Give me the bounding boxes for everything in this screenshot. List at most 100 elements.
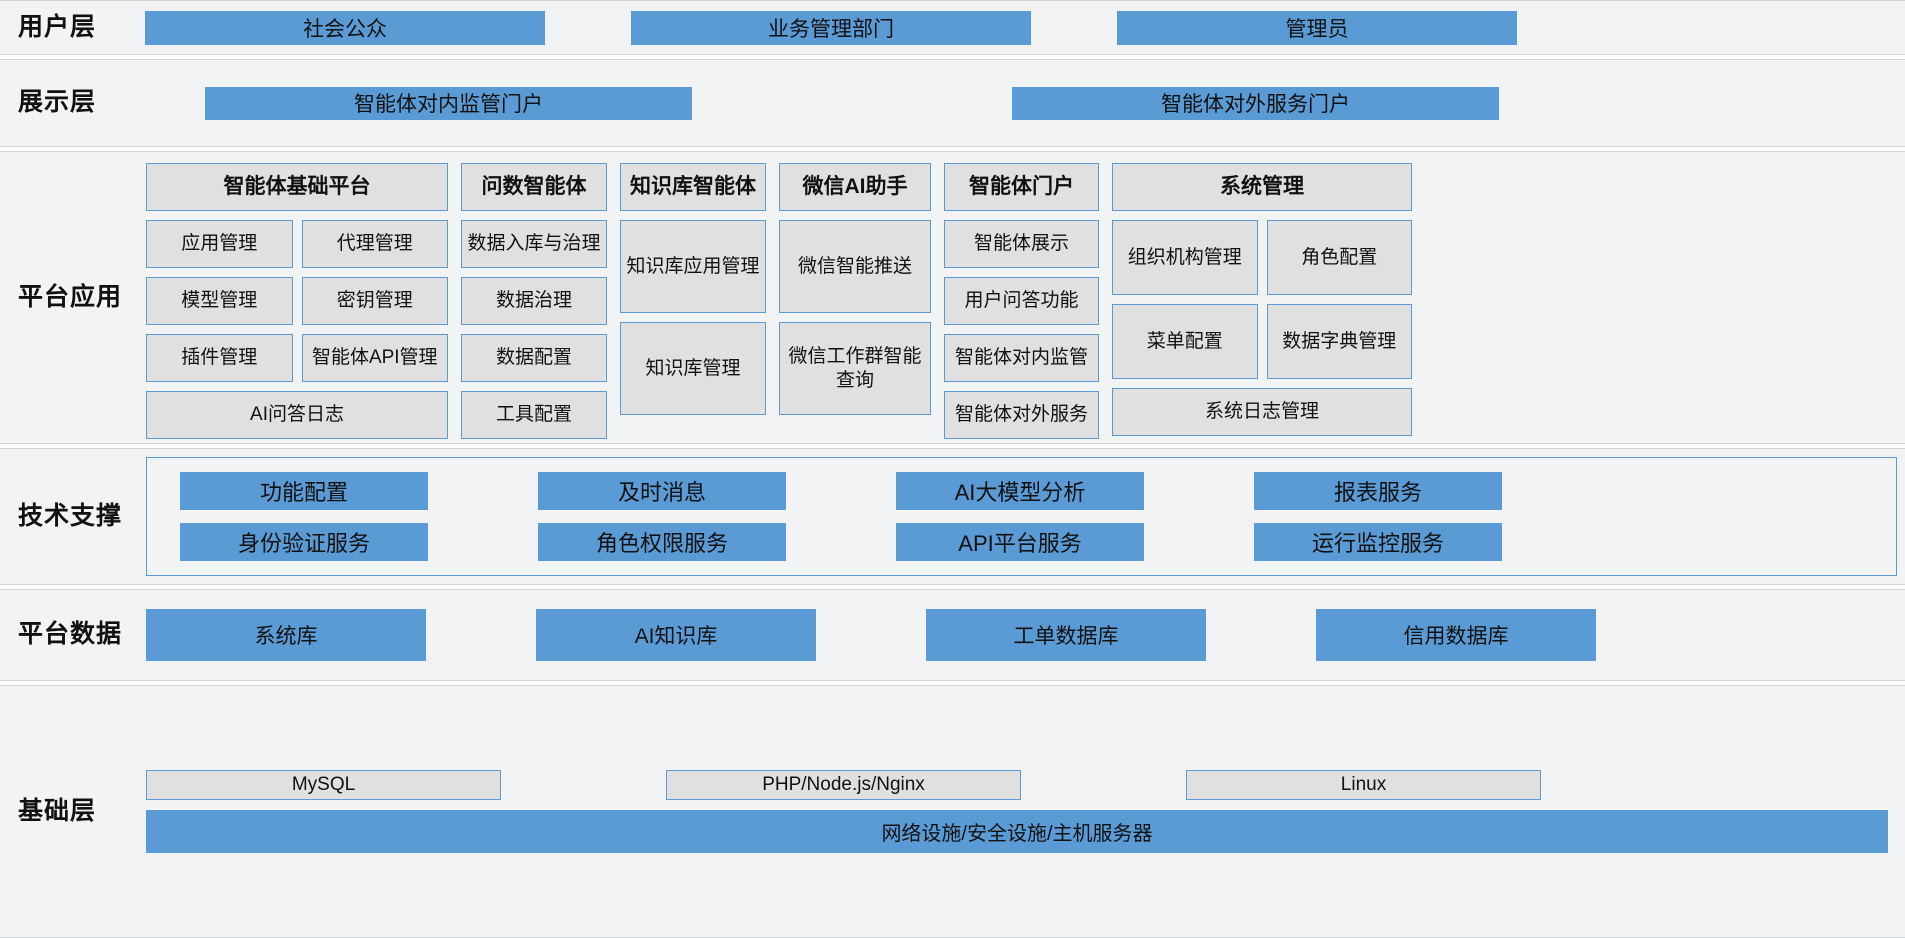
layer-presentation-label: 展示层 (0, 60, 132, 146)
app-item-data-governance[interactable]: 数据治理 (461, 277, 607, 325)
layer-presentation-body: 智能体对内监管门户 智能体对外服务门户 (132, 60, 1905, 146)
layer-platform-application-label-line2: 应用 (70, 282, 123, 311)
app-group-data-query-agent: 问数智能体 数据入库与治理 数据治理 数据配置 工具配置 (461, 163, 607, 439)
app-item-menu-configuration[interactable]: 菜单配置 (1112, 304, 1258, 379)
portal-internal-supervision[interactable]: 智能体对内监管门户 (205, 86, 692, 120)
app-group-head-agent-portal[interactable]: 智能体门户 (944, 163, 1099, 211)
layer-user-body: 社会公众 业务管理部门 管理员 (132, 1, 1905, 54)
app-row: 微信工作群智能查询 (779, 322, 931, 415)
app-row: 系统日志管理 (1112, 388, 1412, 436)
app-item-kb-application-management[interactable]: 知识库应用管理 (620, 220, 766, 313)
data-item-system-db[interactable]: 系统库 (146, 609, 426, 661)
infra-item-mysql[interactable]: MySQL (146, 770, 501, 800)
user-box-business-dept[interactable]: 业务管理部门 (631, 10, 1031, 45)
app-row: 智能体展示 (944, 220, 1099, 268)
app-row: 菜单配置 数据字典管理 (1112, 304, 1412, 379)
layer-tech-support: 技术 支撑 功能配置 及时消息 AI大模型分析 报表服务 身份验证服务 角色权限… (0, 448, 1905, 585)
layer-tech-support-body: 功能配置 及时消息 AI大模型分析 报表服务 身份验证服务 角色权限服务 API… (132, 449, 1905, 584)
app-item-ai-qa-log[interactable]: AI问答日志 (146, 391, 448, 439)
app-group-wechat-ai-assistant: 微信AI助手 微信智能推送 微信工作群智能查询 (779, 163, 931, 415)
app-item-agent-external-service[interactable]: 智能体对外服务 (944, 391, 1099, 439)
tech-item-function-configuration[interactable]: 功能配置 (180, 472, 428, 510)
user-box-admin[interactable]: 管理员 (1117, 10, 1517, 45)
tech-support-row-1: 功能配置 及时消息 AI大模型分析 报表服务 (147, 472, 1896, 510)
tech-support-row-2: 身份验证服务 角色权限服务 API平台服务 运行监控服务 (147, 523, 1896, 561)
layer-infrastructure-label-text: 基础层 (18, 796, 97, 825)
layer-platform-application-body: 智能体基础平台 应用管理 代理管理 模型管理 密钥管理 插件管理 智能体API管… (132, 152, 1905, 443)
app-item-wechat-group-smart-query[interactable]: 微信工作群智能查询 (779, 322, 931, 415)
app-item-user-qa-function[interactable]: 用户问答功能 (944, 277, 1099, 325)
layer-platform-data-label: 平台 数据 (0, 590, 132, 680)
tech-item-identity-authentication-service[interactable]: 身份验证服务 (180, 523, 428, 561)
layer-platform-data: 平台 数据 系统库 AI知识库 工单数据库 信用数据库 (0, 589, 1905, 681)
layer-infrastructure: 基础层 MySQL PHP/Node.js/Nginx Linux 网络设施/安… (0, 685, 1905, 938)
app-row: 工具配置 (461, 391, 607, 439)
app-item-org-structure-management[interactable]: 组织机构管理 (1112, 220, 1258, 295)
layer-platform-data-label-line2: 数据 (70, 620, 123, 649)
infrastructure-row-1: MySQL PHP/Node.js/Nginx Linux (146, 770, 1541, 800)
infra-item-linux[interactable]: Linux (1186, 770, 1541, 800)
app-row: 智能体对内监管 (944, 334, 1099, 382)
tech-support-container: 功能配置 及时消息 AI大模型分析 报表服务 身份验证服务 角色权限服务 API… (146, 457, 1897, 576)
app-item-tool-configuration[interactable]: 工具配置 (461, 391, 607, 439)
app-item-agent-api-management[interactable]: 智能体API管理 (301, 334, 448, 382)
data-item-work-order-db[interactable]: 工单数据库 (926, 609, 1206, 661)
app-group-head-data-query-agent[interactable]: 问数智能体 (461, 163, 607, 211)
tech-item-api-platform-service[interactable]: API平台服务 (896, 523, 1144, 561)
app-row: 微信智能推送 (779, 220, 931, 313)
infra-item-php-node-nginx[interactable]: PHP/Node.js/Nginx (666, 770, 1021, 800)
data-item-ai-knowledge-db[interactable]: AI知识库 (536, 609, 816, 661)
tech-item-ai-large-model-analysis[interactable]: AI大模型分析 (896, 472, 1144, 510)
app-row: 用户问答功能 (944, 277, 1099, 325)
app-item-data-ingest-governance[interactable]: 数据入库与治理 (461, 220, 607, 268)
layer-platform-application: 平台 应用 智能体基础平台 应用管理 代理管理 模型管理 密钥管理 插件管理 智… (0, 151, 1905, 444)
tech-item-role-permission-service[interactable]: 角色权限服务 (538, 523, 786, 561)
app-row: 智能体对外服务 (944, 391, 1099, 439)
tech-item-instant-message[interactable]: 及时消息 (538, 472, 786, 510)
app-row: 应用管理 代理管理 (146, 220, 448, 268)
app-item-key-management[interactable]: 密钥管理 (301, 277, 448, 325)
app-row: 知识库应用管理 (620, 220, 766, 313)
app-group-head-system-management[interactable]: 系统管理 (1112, 163, 1412, 211)
layer-presentation: 展示层 智能体对内监管门户 智能体对外服务门户 (0, 59, 1905, 147)
app-item-agent-internal-supervision[interactable]: 智能体对内监管 (944, 334, 1099, 382)
data-item-credit-db[interactable]: 信用数据库 (1316, 609, 1596, 661)
app-item-system-log-management[interactable]: 系统日志管理 (1112, 388, 1412, 436)
infra-item-network-security-host-server[interactable]: 网络设施/安全设施/主机服务器 (146, 810, 1888, 853)
app-row: 数据入库与治理 (461, 220, 607, 268)
app-row: 数据配置 (461, 334, 607, 382)
layer-infrastructure-body: MySQL PHP/Node.js/Nginx Linux 网络设施/安全设施/… (132, 686, 1905, 937)
tech-item-runtime-monitoring-service[interactable]: 运行监控服务 (1254, 523, 1502, 561)
app-item-plugin-management[interactable]: 插件管理 (146, 334, 293, 382)
layer-platform-application-label-line1: 平台 (18, 282, 71, 311)
app-group-system-management: 系统管理 组织机构管理 角色配置 菜单配置 数据字典管理 系统日志管理 (1112, 163, 1412, 436)
app-item-agent-management[interactable]: 代理管理 (301, 220, 448, 268)
layer-user-label: 用户层 (0, 1, 132, 54)
app-row: AI问答日志 (146, 391, 448, 439)
layer-user-label-text: 用户层 (18, 12, 97, 41)
app-item-application-management[interactable]: 应用管理 (146, 220, 293, 268)
portal-external-service[interactable]: 智能体对外服务门户 (1012, 86, 1499, 120)
app-item-agent-showcase[interactable]: 智能体展示 (944, 220, 1099, 268)
layer-user: 用户层 社会公众 业务管理部门 管理员 (0, 0, 1905, 55)
layer-platform-data-label-line1: 平台 (18, 620, 71, 649)
app-item-data-dictionary-management[interactable]: 数据字典管理 (1266, 304, 1412, 379)
app-row: 知识库管理 (620, 322, 766, 415)
app-row: 组织机构管理 角色配置 (1112, 220, 1412, 295)
layer-platform-application-label: 平台 应用 (0, 152, 132, 443)
app-group-head-knowledge-base-agent[interactable]: 知识库智能体 (620, 163, 766, 211)
tech-item-report-service[interactable]: 报表服务 (1254, 472, 1502, 510)
app-item-wechat-smart-push[interactable]: 微信智能推送 (779, 220, 931, 313)
app-group-agent-portal: 智能体门户 智能体展示 用户问答功能 智能体对内监管 智能体对外服务 (944, 163, 1099, 439)
app-group-head-wechat-ai-assistant[interactable]: 微信AI助手 (779, 163, 931, 211)
app-item-role-configuration[interactable]: 角色配置 (1266, 220, 1412, 295)
layer-platform-data-body: 系统库 AI知识库 工单数据库 信用数据库 (132, 590, 1905, 680)
app-item-kb-management[interactable]: 知识库管理 (620, 322, 766, 415)
user-box-public[interactable]: 社会公众 (145, 10, 545, 45)
layer-tech-support-label-line2: 支撑 (70, 501, 123, 530)
app-group-head-agent-base-platform[interactable]: 智能体基础平台 (146, 163, 448, 211)
app-row: 插件管理 智能体API管理 (146, 334, 448, 382)
app-item-data-configuration[interactable]: 数据配置 (461, 334, 607, 382)
app-item-model-management[interactable]: 模型管理 (146, 277, 293, 325)
